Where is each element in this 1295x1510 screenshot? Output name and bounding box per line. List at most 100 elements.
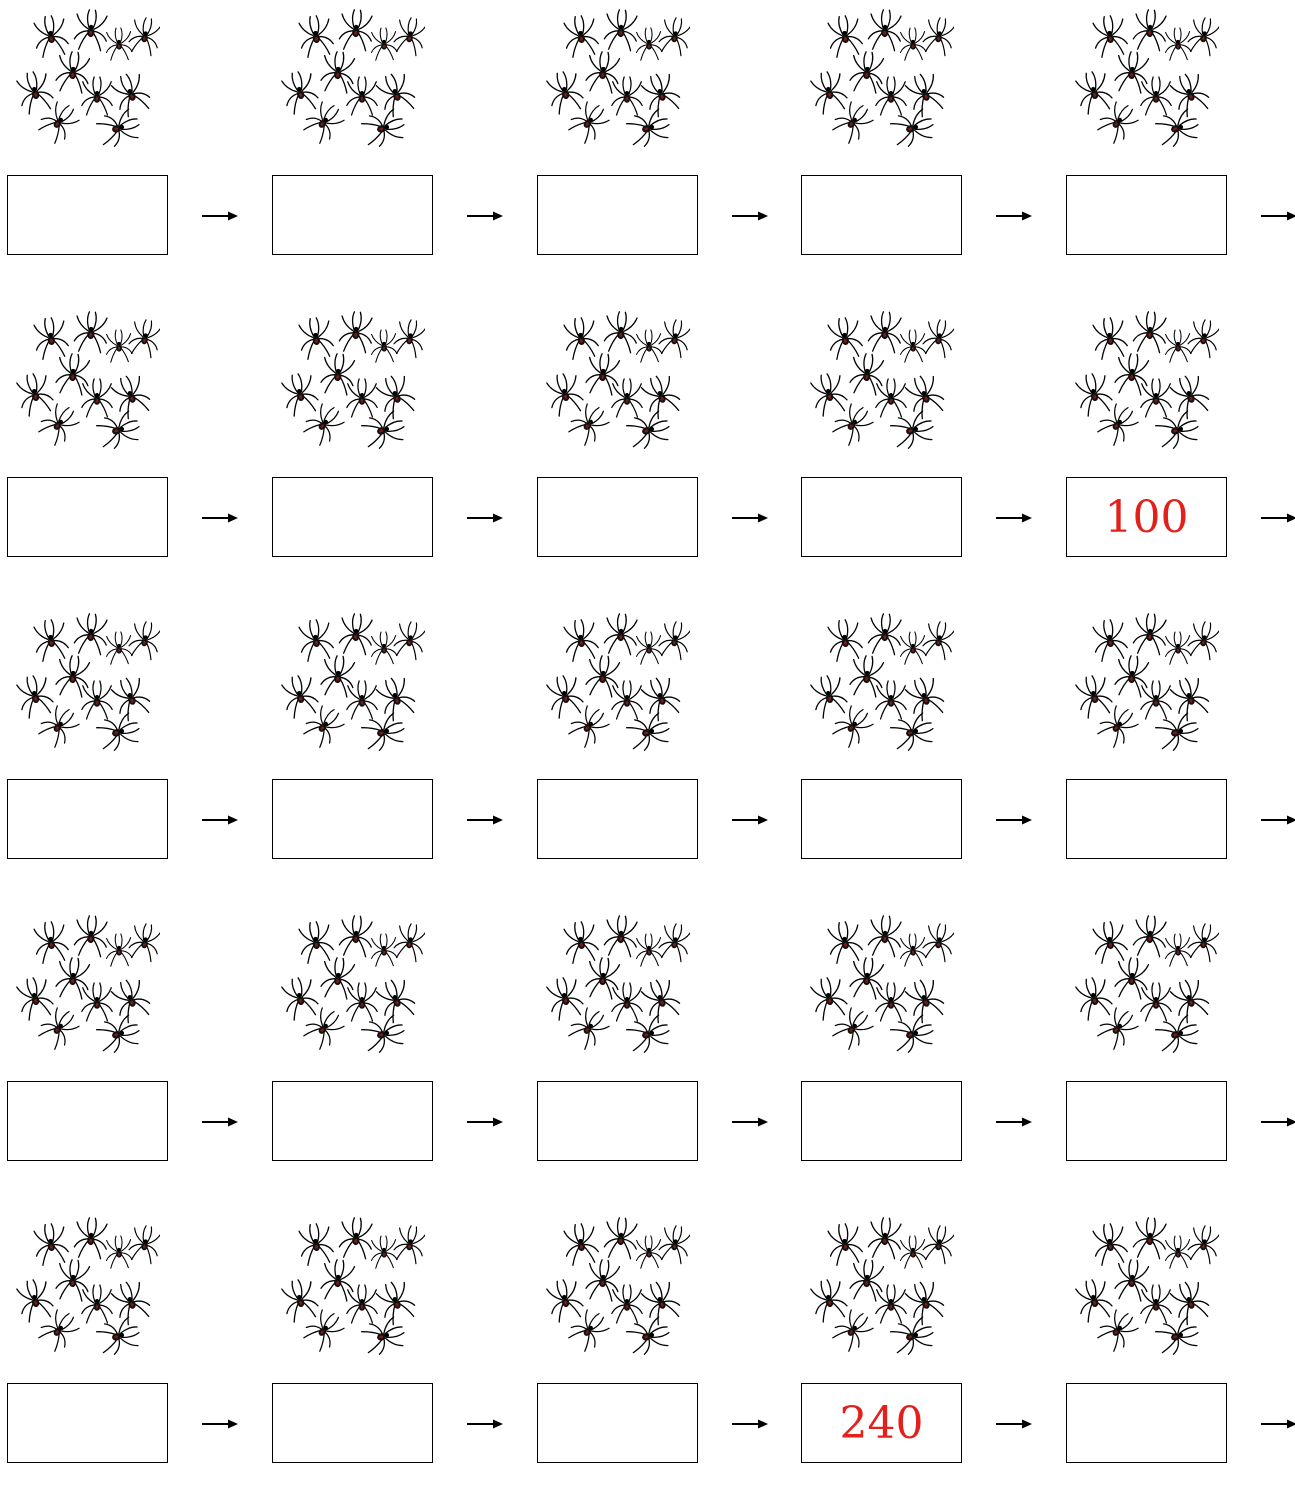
worksheet-cell — [1059, 906, 1295, 1208]
answer-box[interactable] — [801, 175, 962, 255]
spider-group — [280, 1208, 425, 1358]
answer-box[interactable] — [537, 1383, 698, 1463]
spider-group — [15, 302, 160, 452]
spider-icon — [545, 1277, 585, 1324]
spider-icon — [300, 702, 348, 751]
spider-icon — [300, 98, 348, 147]
spider-icon — [1141, 681, 1171, 719]
spider-icon — [95, 1013, 143, 1056]
spider-icon — [639, 975, 684, 1024]
answer-box[interactable] — [7, 779, 168, 859]
spider-group — [809, 1208, 954, 1358]
spider-icon — [339, 915, 374, 957]
spider-icon — [565, 98, 613, 147]
arrow-right-icon — [465, 1416, 505, 1432]
answer-box[interactable] — [537, 1081, 698, 1161]
spider-icon — [109, 975, 154, 1024]
spider-icon — [565, 1004, 613, 1053]
answer-box[interactable] — [1066, 1383, 1227, 1463]
arrow-right-icon — [1259, 208, 1295, 224]
answer-box[interactable] — [272, 1383, 433, 1463]
spider-icon — [74, 9, 109, 51]
spider-icon — [347, 77, 377, 115]
answer-box[interactable] — [1066, 1081, 1227, 1161]
spider-icon — [625, 711, 673, 754]
answer-box[interactable] — [1066, 779, 1227, 859]
spider-icon — [565, 400, 613, 449]
spider-icon — [921, 15, 954, 56]
answer-box[interactable] — [801, 779, 962, 859]
spider-icon — [809, 975, 849, 1022]
worksheet-cell — [530, 604, 795, 906]
spider-icon — [74, 613, 109, 655]
arrow-right-icon — [994, 510, 1034, 526]
spider-group-image — [545, 302, 690, 452]
spider-icon — [562, 920, 599, 964]
spider-group — [280, 604, 425, 754]
spider-icon — [1154, 409, 1202, 452]
spider-icon — [809, 1277, 849, 1324]
spider-icon — [826, 618, 863, 662]
spider-icon — [82, 379, 112, 417]
answer-box[interactable] — [801, 477, 962, 557]
spider-group — [1074, 604, 1219, 754]
spider-icon — [32, 14, 69, 58]
spider-icon — [106, 28, 133, 61]
spider-icon — [625, 107, 673, 150]
answer-box[interactable] — [7, 1081, 168, 1161]
answer-box[interactable] — [272, 779, 433, 859]
answer-box[interactable] — [272, 1081, 433, 1161]
spider-group-image — [280, 1208, 425, 1358]
spider-icon — [1091, 14, 1128, 58]
spider-icon — [392, 1223, 425, 1264]
arrow-right-icon — [200, 812, 240, 828]
answer-box[interactable] — [801, 1081, 962, 1161]
spider-icon — [826, 1222, 863, 1266]
spider-icon — [1165, 330, 1192, 363]
answer-box[interactable] — [272, 175, 433, 255]
spider-icon — [921, 317, 954, 358]
spider-group-image — [15, 0, 160, 150]
spider-icon — [545, 371, 585, 418]
spider-group-image — [15, 604, 160, 754]
answer-box[interactable] — [272, 477, 433, 557]
spider-icon — [1186, 15, 1219, 56]
worksheet-cell — [0, 906, 265, 1208]
spider-icon — [371, 934, 398, 967]
spider-icon — [876, 379, 906, 417]
spider-icon — [636, 632, 663, 665]
answer-box[interactable] — [7, 1383, 168, 1463]
spider-icon — [15, 1277, 55, 1324]
spider-icon — [809, 673, 849, 720]
spider-icon — [109, 69, 154, 118]
spider-icon — [1133, 1217, 1168, 1259]
spider-icon — [657, 15, 690, 56]
spider-icon — [900, 934, 927, 967]
answer-box[interactable] — [537, 175, 698, 255]
spider-icon — [127, 15, 160, 56]
answer-box[interactable] — [7, 477, 168, 557]
spider-icon — [639, 371, 684, 420]
spider-icon — [900, 632, 927, 665]
answer-box[interactable] — [537, 477, 698, 557]
spider-group-image — [545, 604, 690, 754]
arrow-right-icon — [994, 1416, 1034, 1432]
spider-icon — [1154, 1315, 1202, 1358]
arrow-right-icon — [200, 1114, 240, 1130]
answer-box[interactable] — [537, 779, 698, 859]
spider-icon — [1165, 1236, 1192, 1269]
spider-icon — [636, 28, 663, 61]
spider-icon — [604, 1217, 639, 1259]
worksheet-cell — [265, 906, 530, 1208]
answer-box[interactable]: 100 — [1066, 477, 1227, 557]
spider-icon — [612, 379, 642, 417]
worksheet-cell — [0, 1208, 265, 1510]
spider-group-image — [280, 0, 425, 150]
arrow-right-icon — [730, 1114, 770, 1130]
arrow-right-icon — [994, 812, 1034, 828]
spider-group — [809, 0, 954, 150]
answer-box[interactable]: 240 — [801, 1383, 962, 1463]
answer-box[interactable] — [7, 175, 168, 255]
spider-icon — [868, 1217, 903, 1259]
answer-box[interactable] — [1066, 175, 1227, 255]
